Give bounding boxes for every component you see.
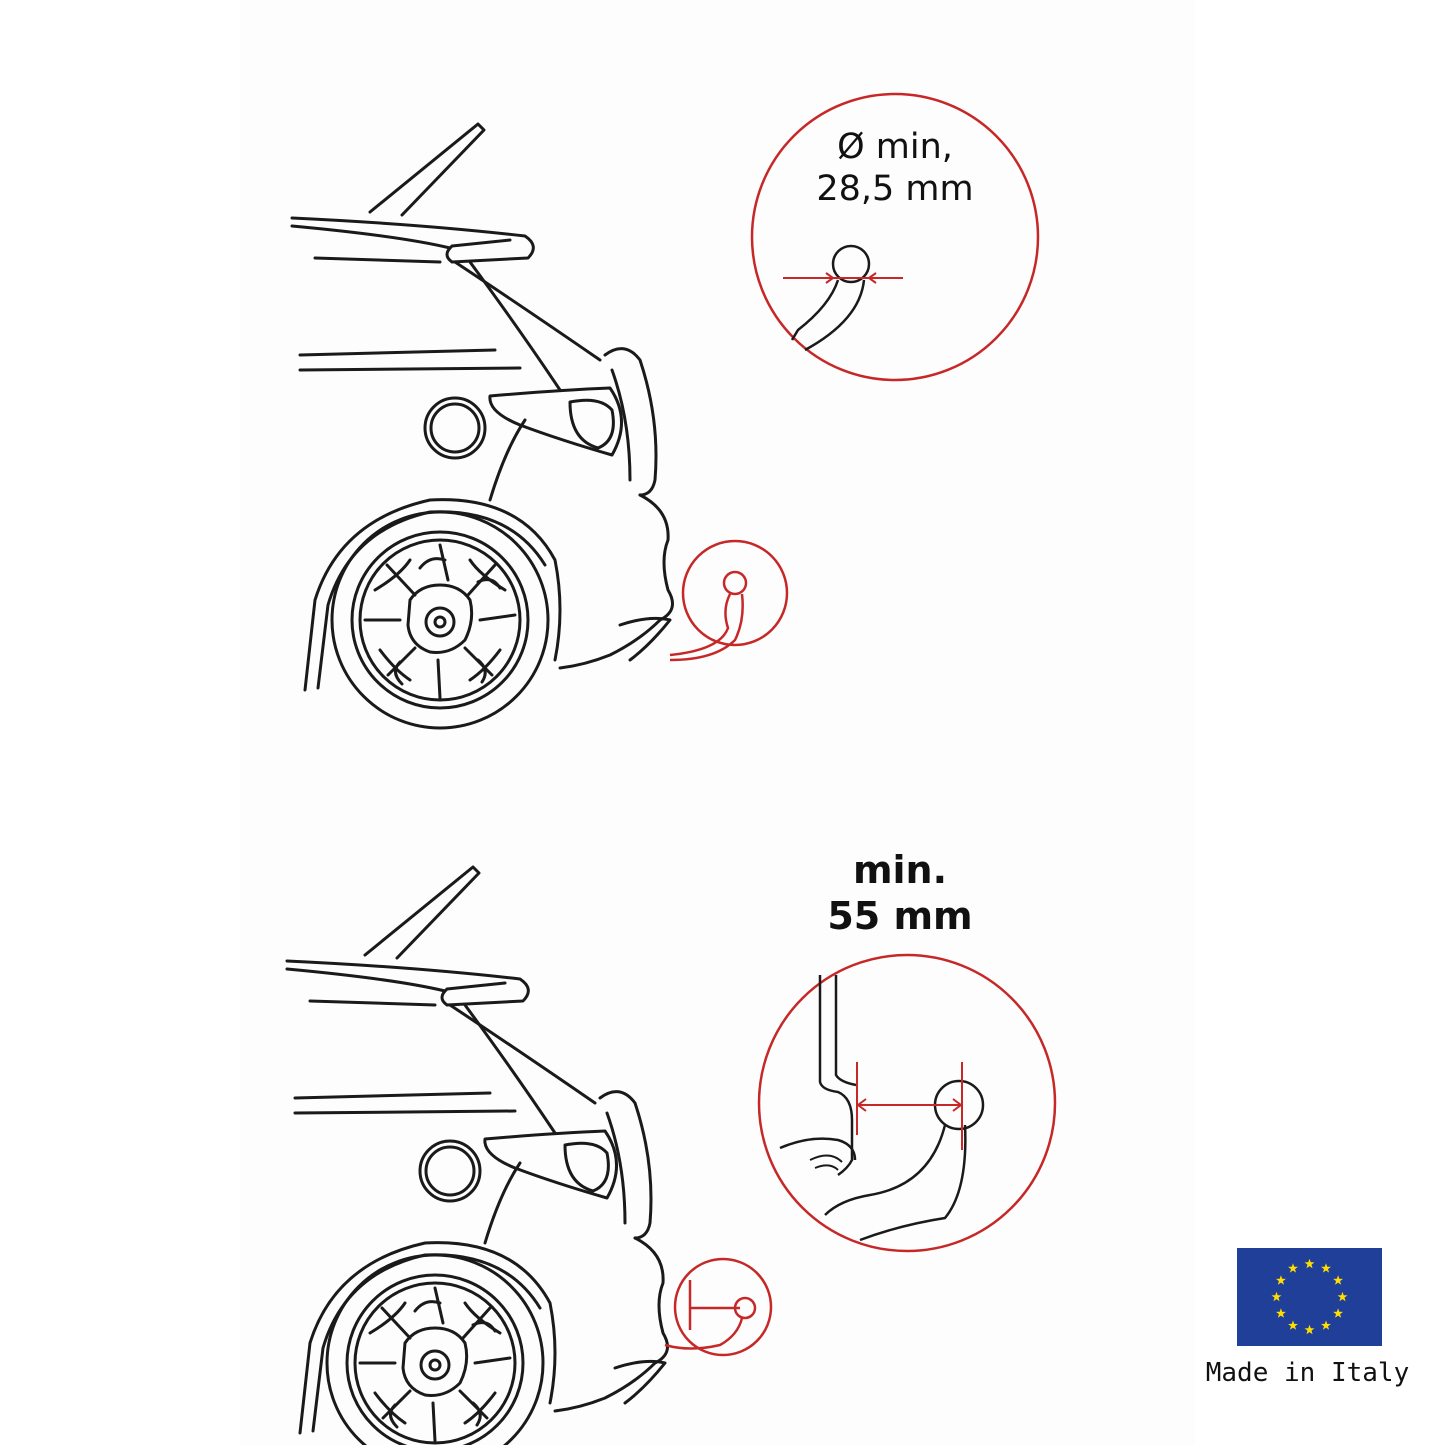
callout-clearance-label: min. 55 mm (775, 848, 1025, 939)
eu-star-icon (1288, 1320, 1298, 1330)
made-in-italy-label: Made in Italy (1205, 1358, 1410, 1388)
tow-hitch-bottom (664, 1257, 773, 1357)
eu-flag-icon (1237, 1248, 1382, 1346)
diagram-panel (240, 0, 1195, 1445)
eu-star-icon (1275, 1308, 1286, 1318)
eu-star-icon (1275, 1275, 1286, 1285)
car-rear-top (290, 122, 674, 730)
detail-callout-diameter (750, 92, 1040, 382)
detail-callout-clearance (757, 953, 1057, 1253)
eu-star-icon (1304, 1258, 1315, 1269)
eu-star-icon (1321, 1263, 1331, 1273)
eu-star-icon (1337, 1291, 1348, 1302)
callout-diameter-label: Ø min, 28,5 mm (770, 126, 1020, 210)
car-rear-bottom (285, 865, 669, 1445)
eu-star-icon (1333, 1275, 1344, 1285)
eu-star-icon (1304, 1324, 1315, 1335)
eu-star-icon (1333, 1308, 1344, 1318)
tow-hitch-top (669, 539, 789, 662)
callout-clearance-line2: 55 mm (827, 893, 973, 938)
eu-star-icon (1321, 1320, 1331, 1330)
callout-clearance-line1: min. (852, 848, 948, 892)
eu-star-icon (1271, 1291, 1282, 1302)
eu-star-icon (1288, 1263, 1298, 1273)
callout-diameter-line1: Ø min, (837, 127, 953, 167)
callout-diameter-line2: 28,5 mm (816, 169, 974, 209)
